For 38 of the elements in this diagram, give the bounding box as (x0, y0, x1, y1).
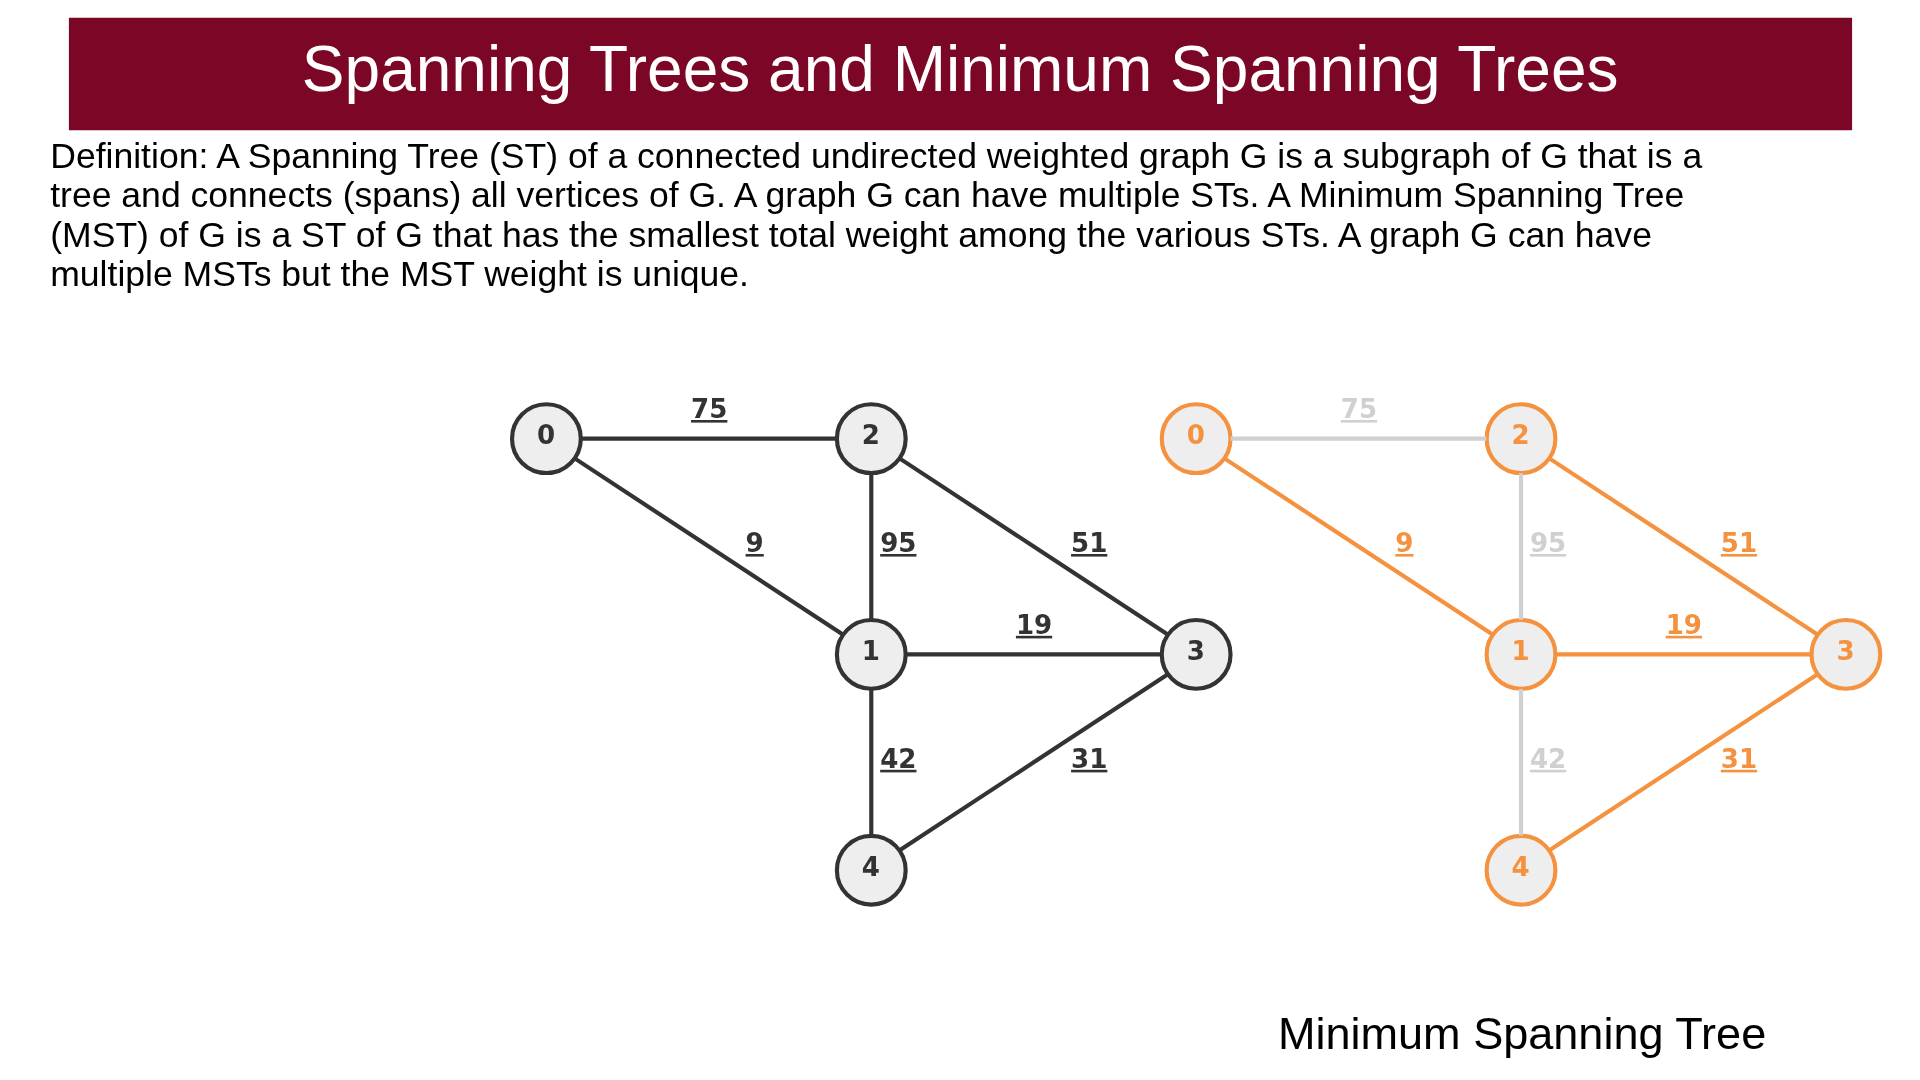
node-circle: 2 (1484, 402, 1557, 476)
edge-label: 9 (745, 527, 764, 558)
connector (898, 672, 1169, 853)
node-circle: 1 (834, 617, 908, 691)
edge-label: 51 (1070, 527, 1107, 558)
node-circle: 3 (1159, 617, 1233, 691)
edge-label: 9 (1394, 527, 1413, 558)
node-circle: 0 (1159, 402, 1233, 476)
connector (1518, 473, 1523, 620)
edge-label: 31 (1070, 743, 1107, 774)
node-circle: 4 (1484, 833, 1557, 907)
label: Minimum Spanning Tree (1277, 1007, 1766, 1059)
label: Definition: A Spanning Tree (ST) of a connected undirected weighted graph G is a subgraph of G that is a tree and connects (spans) all vertices of G. A graph G can have multiple STs. A Minimum Spanning Tree (MST) of G is a ST of G that has the smallest total weight among the various STs. A graph G can have multiple MSTs but the MST weight is unique. (49, 136, 1702, 294)
edge-label: 75 (690, 394, 727, 424)
connector (580, 436, 837, 441)
connector (1547, 672, 1819, 853)
connector (1554, 652, 1811, 657)
node-circle: 3 (1808, 617, 1882, 691)
connector (868, 473, 873, 620)
connector (1230, 436, 1486, 441)
edge-label: 95 (879, 527, 916, 558)
connector (897, 456, 1169, 637)
node-circle: 1 (1484, 617, 1557, 691)
connector (573, 456, 844, 637)
edge-label: 42 (879, 743, 916, 774)
diagram-title: Spanning Trees and Minimum Spanning Trees (301, 32, 1619, 105)
connector (868, 688, 873, 836)
connector (1222, 456, 1494, 637)
edge-label: 31 (1720, 743, 1757, 774)
edge-label: 19 (1015, 609, 1052, 640)
connector (1518, 688, 1523, 836)
node-circle: 2 (834, 402, 908, 476)
connector (1547, 456, 1819, 637)
edge-label: 19 (1665, 609, 1702, 640)
node-circle: 4 (834, 833, 908, 907)
node-circle: 0 (509, 402, 583, 476)
edge-label: 51 (1720, 527, 1757, 558)
connector (905, 652, 1162, 657)
